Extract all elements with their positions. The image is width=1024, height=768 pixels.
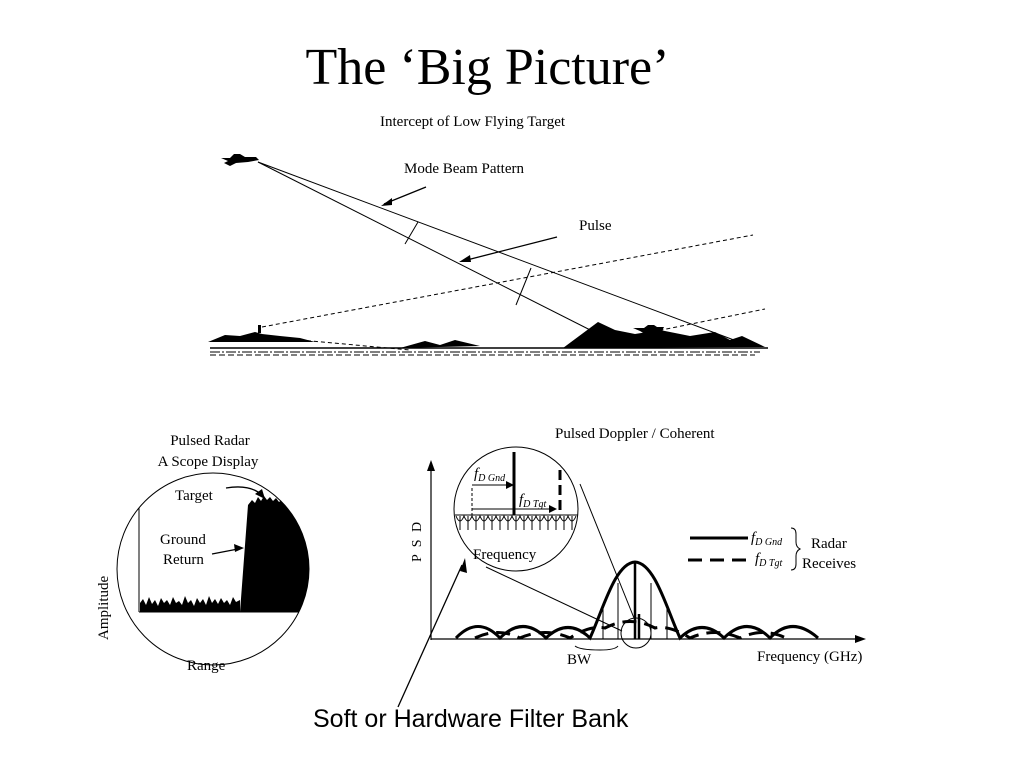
doppler-spectrum <box>427 446 866 651</box>
pulse-arrowhead <box>459 255 471 262</box>
inset-gnd-arrowhead <box>506 481 514 489</box>
psd-axis-label: P S D <box>410 519 425 562</box>
bw-bracket <box>574 645 619 651</box>
fd-symbol: f <box>474 466 479 482</box>
bw-label: BW <box>567 652 592 668</box>
terrain-left-island <box>208 332 315 342</box>
fd-symbol: f <box>519 492 524 508</box>
inset-connector-2 <box>485 566 623 632</box>
pulse-mark-2 <box>515 267 532 306</box>
a-scope-title-line1: Pulsed Radar <box>170 433 250 449</box>
ground-return-label-line1: Ground <box>160 532 206 548</box>
fd-gnd-subscript: D Gnd <box>755 537 783 548</box>
beam-edge-upper <box>257 161 751 347</box>
terrain-middle-hill <box>400 340 480 348</box>
a-scope-y-label: Amplitude <box>96 575 112 640</box>
ground-return-noise <box>140 596 240 612</box>
mode-beam-label: Mode Beam Pattern <box>404 161 524 177</box>
a-scope-title-line2: A Scope Display <box>157 454 259 470</box>
doppler-title: Pulsed Doppler / Coherent <box>555 426 715 442</box>
slide-title: The ‘Big Picture’ <box>305 39 670 96</box>
legend-fd-tgt-label: fD Tgt <box>755 551 782 569</box>
a-scope-display <box>116 472 310 666</box>
frequency-axis-arrowhead <box>855 635 866 643</box>
inset-fd-tgt-label: fD Tgt <box>519 492 546 510</box>
ship-icon <box>258 325 261 333</box>
target-spectrum-dashed <box>474 620 787 640</box>
target-aircraft-icon <box>633 325 664 334</box>
magnifier-focus-circle <box>620 617 652 649</box>
pulse-label: Pulse <box>579 218 612 234</box>
psd-axis-arrowhead <box>427 460 435 471</box>
legend-brace <box>790 527 802 571</box>
filter-bank-caption: Soft or Hardware Filter Bank <box>313 705 629 733</box>
terrain-mountains <box>563 322 765 348</box>
beam-edge-lower <box>257 161 611 341</box>
target-label: Target <box>175 488 213 504</box>
fd-gnd-subscript: D Gnd <box>478 473 506 484</box>
pulse-mark-1 <box>404 221 419 245</box>
target-arrowhead <box>255 489 265 499</box>
fd-tgt-subscript: D Tgt <box>523 499 547 510</box>
legend-fd-gnd-label: fD Gnd <box>751 530 782 548</box>
inset-fd-gnd-label: fD Gnd <box>474 466 505 484</box>
fd-symbol: f <box>751 530 756 546</box>
ground-return-arrow <box>211 548 239 555</box>
intercept-scene <box>208 154 768 356</box>
filter-bank-arrowhead <box>460 558 467 573</box>
inset-connector-1 <box>579 483 635 619</box>
inset-frequency-label: Frequency <box>473 547 537 563</box>
scenario-subtitle: Intercept of Low Flying Target <box>380 114 566 130</box>
mode-beam-arrowhead <box>381 198 392 206</box>
fighter-aircraft-icon <box>221 154 259 166</box>
radar-receives-line1: Radar <box>811 536 847 552</box>
pulse-arrow <box>462 236 558 262</box>
ground-return-label-line2: Return <box>163 552 204 568</box>
dashed-ray-upper <box>261 234 754 328</box>
a-scope-x-label: Range <box>187 658 226 674</box>
filter-bank-arrow <box>397 564 463 708</box>
inset-tgt-arrowhead <box>549 505 557 513</box>
radar-receives-line2: Receives <box>802 556 857 572</box>
inset-filter-ticks <box>459 516 573 530</box>
fd-tgt-subscript: D Tgt <box>759 558 783 569</box>
fd-symbol: f <box>755 551 760 567</box>
ground-spectrum-solid <box>454 560 819 641</box>
ground-return-arrowhead <box>234 544 244 552</box>
frequency-axis-label: Frequency (GHz) <box>757 649 863 665</box>
